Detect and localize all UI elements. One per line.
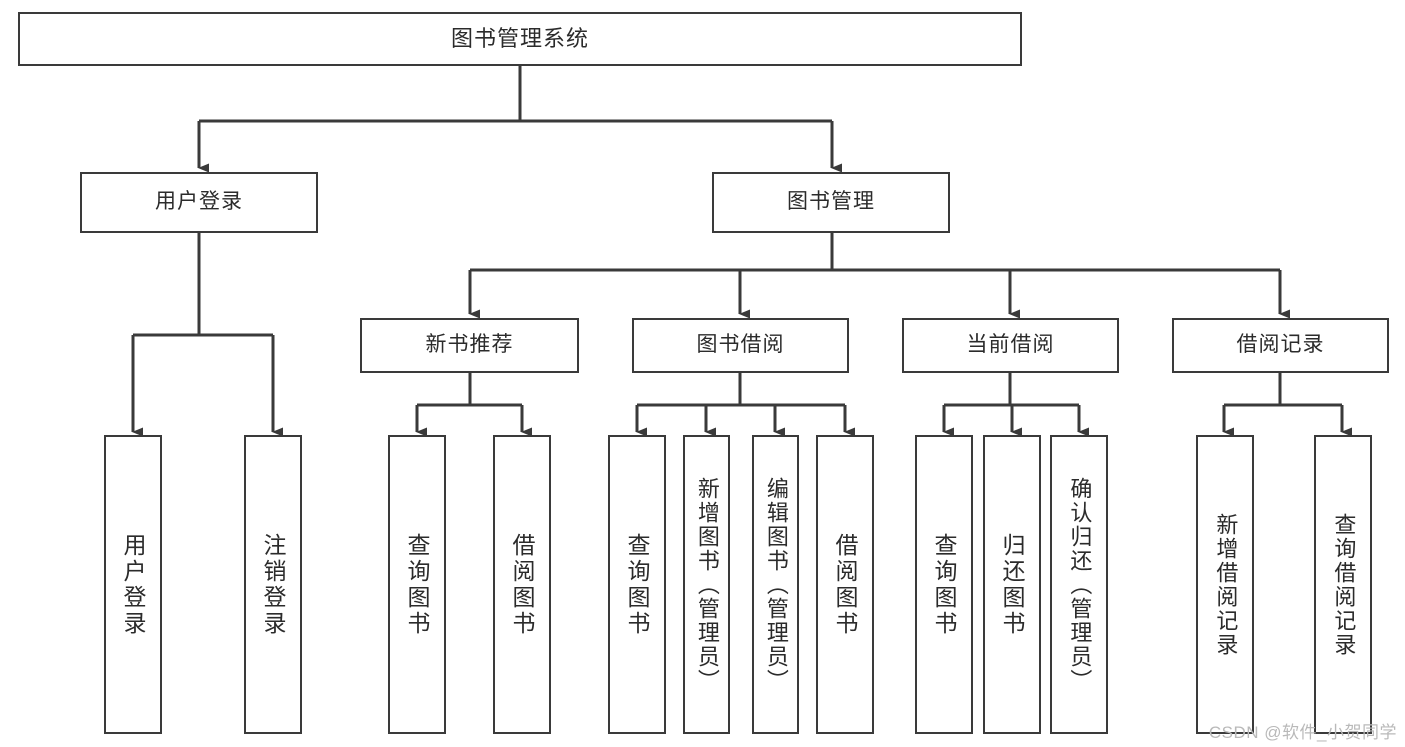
node-label: 归还图书: [999, 532, 1026, 637]
leaf-query-book-recommend[interactable]: 查询图书: [388, 435, 446, 734]
leaf-borrow-book[interactable]: 借阅图书: [816, 435, 874, 734]
node-root-system[interactable]: 图书管理系统: [18, 12, 1022, 66]
leaf-query-borrow-record[interactable]: 查询借阅记录: [1314, 435, 1372, 734]
node-label: 当前借阅: [966, 333, 1055, 357]
node-current-borrow[interactable]: 当前借阅: [902, 318, 1119, 373]
leaf-confirm-return-admin[interactable]: 确认归还（管理员）: [1050, 435, 1108, 734]
node-label: 查询图书: [624, 532, 651, 637]
node-label: 新书推荐: [425, 333, 514, 357]
node-label: 借阅图书: [509, 532, 536, 637]
node-label: 新增借阅记录: [1213, 512, 1239, 657]
leaf-borrow-book-recommend[interactable]: 借阅图书: [493, 435, 551, 734]
leaf-edit-book-admin[interactable]: 编辑图书（管理员）: [752, 435, 799, 734]
node-label: 图书借阅: [696, 333, 785, 357]
node-label: 查询借阅记录: [1331, 512, 1357, 657]
leaf-user-login[interactable]: 用户登录: [104, 435, 162, 734]
node-label: 图书管理系统: [450, 26, 589, 52]
node-label: 确认归还（管理员）: [1067, 476, 1093, 693]
node-book-borrow[interactable]: 图书借阅: [632, 318, 849, 373]
leaf-add-borrow-record[interactable]: 新增借阅记录: [1196, 435, 1254, 734]
node-new-book-recommend[interactable]: 新书推荐: [360, 318, 579, 373]
node-label: 查询图书: [931, 532, 958, 637]
leaf-logout[interactable]: 注销登录: [244, 435, 302, 734]
leaf-query-book-current[interactable]: 查询图书: [915, 435, 973, 734]
node-label: 用户登录: [120, 532, 147, 637]
leaf-add-book-admin[interactable]: 新增图书（管理员）: [683, 435, 730, 734]
node-label: 编辑图书（管理员）: [763, 476, 789, 693]
node-book-management[interactable]: 图书管理: [712, 172, 950, 233]
leaf-return-book[interactable]: 归还图书: [983, 435, 1041, 734]
node-borrow-record[interactable]: 借阅记录: [1172, 318, 1389, 373]
node-label: 用户登录: [155, 190, 243, 214]
leaf-query-book-borrow[interactable]: 查询图书: [608, 435, 666, 734]
node-label: 借阅记录: [1236, 333, 1325, 357]
node-label: 查询图书: [404, 532, 431, 637]
node-label: 借阅图书: [832, 532, 859, 637]
node-label: 图书管理: [787, 190, 875, 214]
csdn-watermark: CSDN @软件_小贺同学: [1208, 723, 1397, 742]
node-label: 新增图书（管理员）: [694, 476, 720, 693]
node-label: 注销登录: [260, 532, 287, 637]
node-user-login[interactable]: 用户登录: [80, 172, 318, 233]
